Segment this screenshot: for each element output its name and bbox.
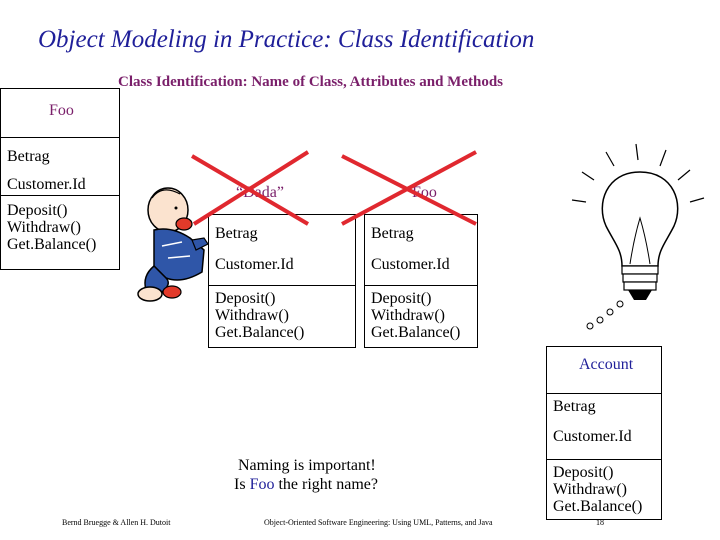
foo-class-name: Foo	[49, 102, 74, 119]
crossed-foo-class-box: Betrag Customer.Id Deposit() Withdraw() …	[364, 214, 478, 348]
foo-method-get-balance: Get.Balance()	[7, 236, 97, 253]
foo-class-name-compartment: Foo	[1, 89, 119, 137]
account-class-name: Account	[579, 356, 634, 373]
account-class-name-compartment: Account	[547, 347, 661, 393]
crossed-foo-method-withdraw: Withdraw()	[371, 307, 445, 324]
crossed-class-foo: Foo Betrag Customer.Id Deposit() Withdra…	[364, 168, 478, 348]
foo-class-box: Foo Betrag Customer.Id Deposit() Withdra…	[0, 88, 120, 270]
foo-method-withdraw: Withdraw()	[7, 219, 81, 236]
account-method-get-balance: Get.Balance()	[553, 498, 643, 515]
dada-attribute-customer-id: Customer.Id	[215, 256, 294, 273]
slide-subtitle: Class Identification: Name of Class, Att…	[118, 74, 504, 90]
account-method-deposit: Deposit()	[553, 464, 614, 481]
slide-title: Object Modeling in Practice: Class Ident…	[38, 26, 535, 53]
foo-method-deposit: Deposit()	[7, 202, 68, 219]
foo-attribute-betrag: Betrag	[7, 148, 50, 165]
account-attribute-customer-id: Customer.Id	[553, 428, 632, 445]
account-methods-compartment: Deposit() Withdraw() Get.Balance()	[547, 459, 661, 521]
naming-note-foo: Foo	[249, 476, 275, 493]
account-class-box: Account Betrag Customer.Id Deposit() Wit…	[546, 346, 662, 520]
lightbulb-icon	[571, 143, 705, 330]
dada-methods-compartment: Deposit() Withdraw() Get.Balance()	[209, 285, 355, 349]
naming-note-line2: Is Foo the right name?	[228, 475, 378, 494]
thinking-person-icon	[137, 187, 209, 302]
naming-note-line1: Naming is important!	[238, 457, 376, 474]
foo-methods-compartment: Deposit() Withdraw() Get.Balance()	[1, 195, 119, 271]
crossed-foo-methods-compartment: Deposit() Withdraw() Get.Balance()	[365, 285, 477, 349]
account-method-withdraw: Withdraw()	[553, 481, 627, 498]
dada-class-box: Betrag Customer.Id Deposit() Withdraw() …	[208, 214, 356, 348]
dada-attributes-compartment: Betrag Customer.Id	[209, 215, 355, 285]
naming-note-suffix: the right name?	[278, 476, 378, 493]
account-attributes-compartment: Betrag Customer.Id	[547, 393, 661, 459]
footer-page-number: 18	[596, 518, 604, 527]
dada-method-deposit: Deposit()	[215, 290, 276, 307]
naming-note: Naming is important! Is Foo the right na…	[228, 456, 378, 494]
dada-method-withdraw: Withdraw()	[215, 307, 289, 324]
crossed-foo-attribute-betrag: Betrag	[371, 225, 414, 242]
foo-attribute-customer-id: Customer.Id	[7, 176, 86, 193]
cross-out-icon	[190, 150, 477, 226]
footer-authors: Bernd Bruegge & Allen H. Dutoit	[62, 518, 171, 527]
naming-note-prefix: Is	[234, 476, 246, 493]
footer-book: Object-Oriented Software Engineering: Us…	[264, 518, 493, 527]
account-attribute-betrag: Betrag	[553, 398, 596, 415]
crossed-foo-method-deposit: Deposit()	[371, 290, 432, 307]
dada-attribute-betrag: Betrag	[215, 225, 258, 242]
crossed-foo-attributes-compartment: Betrag Customer.Id	[365, 215, 477, 285]
foo-attributes-compartment: Betrag Customer.Id	[1, 137, 119, 195]
crossed-foo-method-get-balance: Get.Balance()	[371, 324, 461, 341]
dada-method-get-balance: Get.Balance()	[215, 324, 305, 341]
crossed-foo-attribute-customer-id: Customer.Id	[371, 256, 450, 273]
